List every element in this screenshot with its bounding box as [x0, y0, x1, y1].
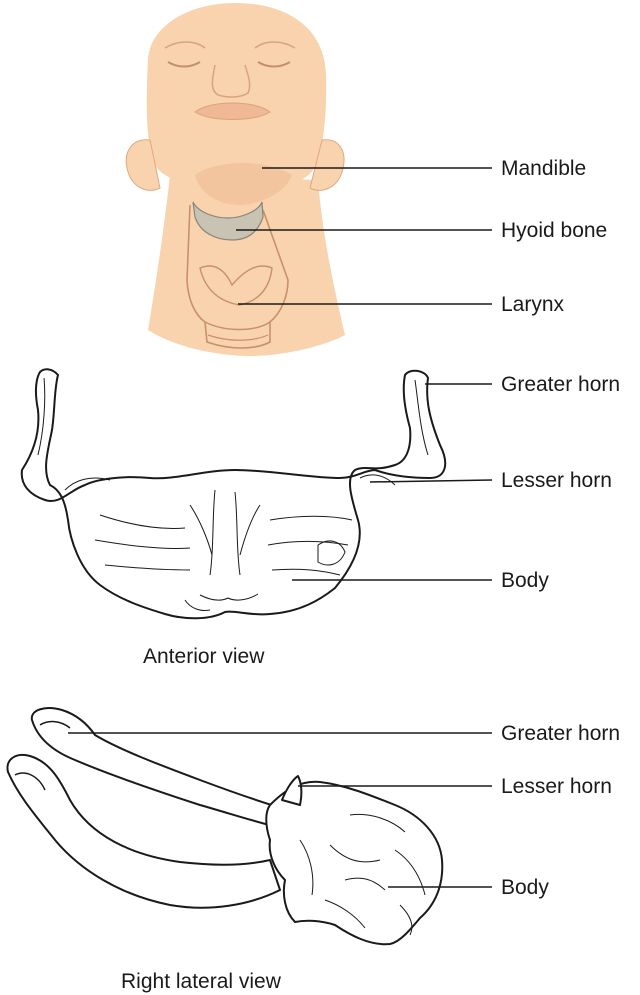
leader-anterior-lesser-horn — [369, 479, 493, 483]
caption-right-lateral-view: Right lateral view — [121, 970, 281, 993]
left-eye — [167, 61, 201, 68]
head-illustration — [125, 3, 345, 356]
caption-anterior-view: Anterior view — [143, 645, 265, 668]
label-hyoid-bone: Hyoid bone — [501, 219, 608, 242]
lateral-lesser-horn — [281, 775, 303, 806]
label-lateral-greater-horn: Greater horn — [501, 722, 621, 745]
larynx-shape — [186, 204, 289, 349]
label-lateral-body: Body — [501, 876, 549, 899]
lateral-lower-horn — [6, 754, 281, 909]
jaw-shadow — [195, 162, 292, 205]
anterior-hyoid — [20, 368, 447, 620]
anterior-hyoid-outline — [20, 368, 447, 620]
leader-lines — [68, 167, 493, 888]
label-anterior-lesser-horn: Lesser horn — [501, 469, 612, 492]
right-eye — [257, 61, 291, 68]
lateral-body — [265, 780, 444, 946]
lateral-hyoid — [6, 707, 444, 946]
label-larynx: Larynx — [501, 293, 565, 316]
label-anterior-greater-horn: Greater horn — [501, 373, 621, 396]
mouth — [194, 102, 271, 120]
label-mandible: Mandible — [501, 157, 587, 180]
left-ear — [125, 139, 161, 191]
label-lateral-lesser-horn: Lesser horn — [501, 775, 612, 798]
nose — [211, 64, 251, 98]
label-anterior-body: Body — [501, 569, 549, 592]
right-ear — [309, 139, 345, 191]
